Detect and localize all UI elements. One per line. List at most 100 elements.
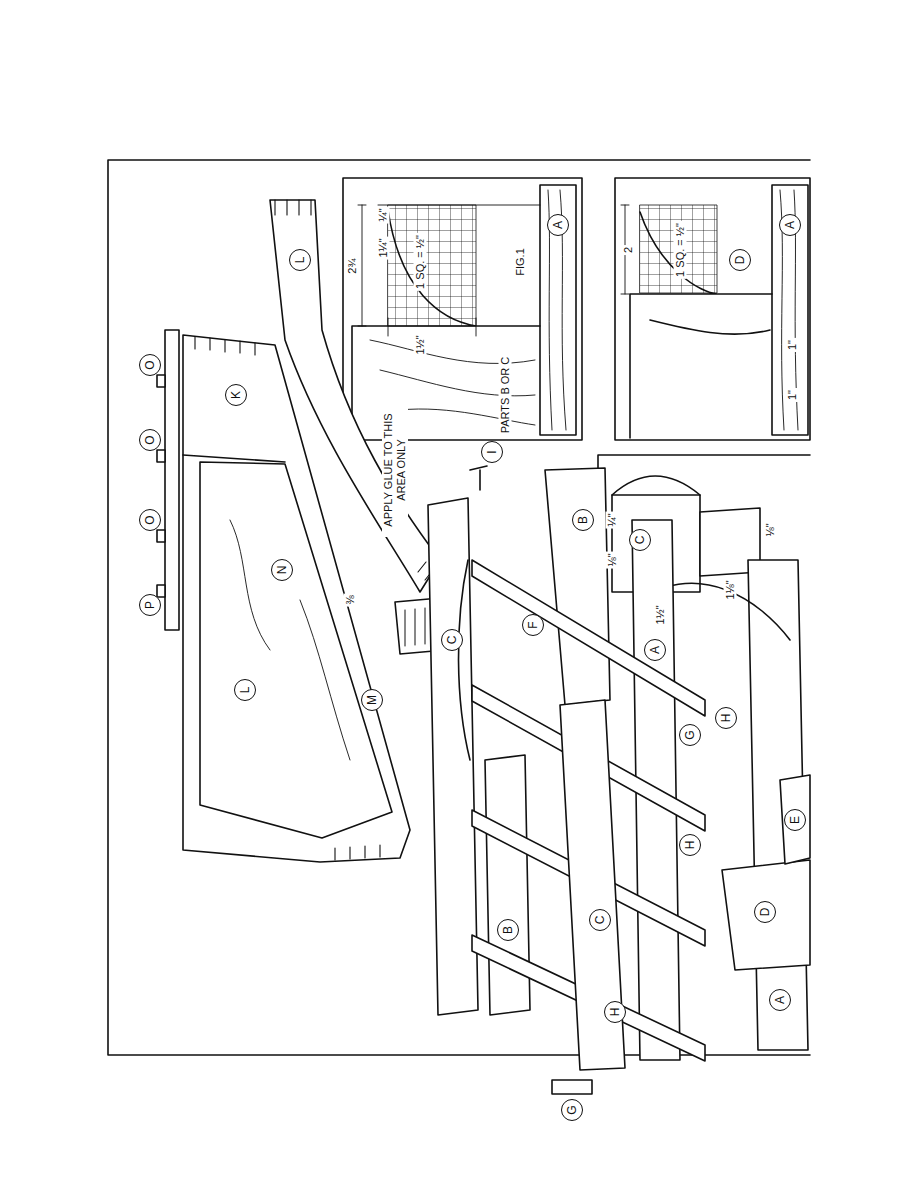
drawer-bottom (200, 462, 392, 838)
figure-panel (615, 178, 810, 440)
part-letter: B (577, 516, 589, 524)
part-letter: P (144, 601, 156, 609)
dimension-label: 2¾ (346, 256, 359, 275)
part-letter: O (144, 360, 156, 369)
side-rail (545, 468, 610, 705)
pattern-curve (630, 212, 772, 438)
part-letter: H (720, 714, 732, 723)
part-letter: D (734, 256, 746, 265)
callout-circle: B (497, 919, 519, 941)
part-letter: K (230, 391, 242, 399)
figure-panel (343, 178, 582, 440)
front-rail (560, 700, 625, 1070)
callout-circle: L (289, 249, 311, 271)
dimension-label: 1 SQ. = ½" (674, 221, 687, 279)
part-letter: O (144, 515, 156, 524)
callout-circle: O (139, 354, 161, 376)
callout-circle: L (234, 679, 256, 701)
part-letter: C (446, 636, 458, 645)
part-letter: G (684, 730, 696, 739)
dimension-label: 1¼" (377, 236, 390, 259)
callout-circle: H (715, 707, 737, 729)
drawer-edge (183, 455, 285, 462)
callout-circle: G (561, 1099, 583, 1121)
part-letter: I (486, 450, 498, 453)
callout-circle: C (441, 629, 463, 651)
dimension-label: 1½" (414, 333, 427, 356)
callout-circle: M (361, 689, 383, 711)
callout-circle: E (784, 809, 806, 831)
part-letter: E (789, 816, 801, 824)
callout-circle: C (589, 909, 611, 931)
part-letter: N (276, 566, 288, 575)
callout-circle: D (729, 249, 751, 271)
callout-circle: A (779, 214, 801, 236)
part-letter: L (239, 687, 251, 694)
tab (157, 450, 165, 462)
part-letter: B (502, 926, 514, 934)
callout-circle: O (139, 429, 161, 451)
dimension-label: ¼" (606, 511, 619, 528)
runner-strip (165, 330, 179, 630)
dimension-label: 2 (622, 245, 635, 255)
rail-curve (612, 476, 700, 495)
grid (388, 205, 476, 326)
callout-circle: A (547, 214, 569, 236)
callout-circle: A (644, 639, 666, 661)
tab (157, 585, 165, 597)
dimension-label: ⅜ (344, 593, 357, 606)
dovetails (275, 200, 433, 580)
dimension-label: 1 SQ. = ½" (414, 233, 427, 291)
dimension-label: ⅛" (606, 551, 619, 568)
part-letter: G (566, 1105, 578, 1114)
part-letter: F (527, 621, 539, 628)
cleat (552, 1080, 592, 1094)
part-letter: A (784, 221, 796, 229)
wood-grain (230, 520, 350, 760)
callout-circle: H (604, 1001, 626, 1023)
callout-circle: I (481, 441, 503, 463)
slat (472, 560, 705, 716)
callout-circle: K (225, 384, 247, 406)
dimension-line (358, 205, 540, 336)
callout-circle: D (754, 901, 776, 923)
page-frame (108, 160, 810, 1055)
dimension-label: ⅛" (764, 521, 777, 538)
part-letter: C (634, 536, 646, 545)
glue-note: APPLY GLUE TO THIS AREA ONLY (382, 403, 408, 537)
callout-circle: G (679, 724, 701, 746)
callout-circle: A (769, 989, 791, 1011)
callout-circle: B (572, 509, 594, 531)
part-letter: C (594, 916, 606, 925)
pattern-curve (352, 210, 540, 438)
callout-circle: N (271, 559, 293, 581)
board (540, 185, 576, 435)
rail-curve (458, 560, 470, 760)
drawer (183, 335, 410, 862)
callout-circle: F (522, 614, 544, 636)
board (772, 185, 808, 435)
dimension-label: 1" (786, 338, 799, 352)
part-letter: L (294, 257, 306, 264)
dimension-label: 1½" (654, 603, 667, 626)
grid (640, 205, 717, 293)
callout-circle: H (679, 834, 701, 856)
tab (157, 530, 165, 542)
dimension-label: FIG.1 (514, 246, 527, 278)
rail (780, 775, 810, 864)
part-letter: A (649, 646, 661, 654)
callout-circle: O (139, 509, 161, 531)
drawing-group (108, 160, 810, 1094)
rail (722, 860, 810, 970)
dimension-label: ¼" (377, 206, 390, 223)
callout-circle: P (139, 594, 161, 616)
part-letter: H (609, 1008, 621, 1017)
dimension-label: 1⅛" (724, 578, 737, 601)
part-letter: O (144, 435, 156, 444)
tab (157, 375, 165, 387)
part-letter: A (552, 221, 564, 229)
top-rail (428, 498, 478, 1015)
part-letter: H (684, 841, 696, 850)
part-letter: A (774, 996, 786, 1004)
side-board (270, 200, 440, 592)
